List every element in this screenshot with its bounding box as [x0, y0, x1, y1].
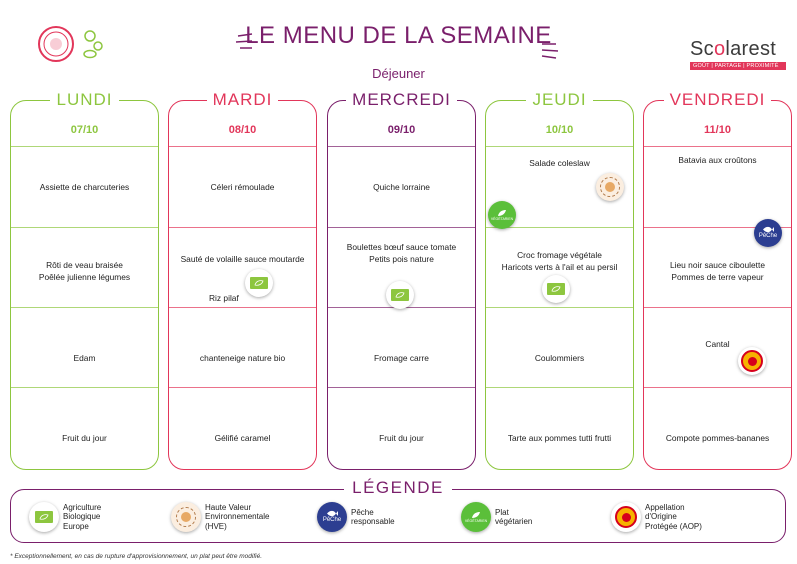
course-divider: [644, 227, 791, 228]
course-divider: [169, 307, 316, 308]
peche-label: PêChe: [758, 233, 778, 239]
dish-item: Cantal: [705, 339, 730, 349]
vegetarian-icon: VÉGÉTARIEN: [461, 502, 491, 532]
course-divider: [644, 387, 791, 388]
day-date: 08/10: [228, 124, 257, 136]
title-dash-right-icon: [541, 43, 559, 59]
dish-item: Quiche lorraine: [373, 182, 430, 192]
brand-name: Scolarest: [690, 38, 777, 60]
course-divider: [644, 307, 791, 308]
day-name: MARDI: [169, 90, 316, 110]
vegetarian-label: VÉGÉTARIEN: [464, 519, 488, 523]
dish-item: Edam: [73, 353, 96, 363]
page-title: LE MENU DE LA SEMAINE: [245, 22, 552, 49]
dish-item: Batavia aux croûtons: [678, 155, 757, 165]
day-name: MERCREDI: [328, 90, 475, 110]
vegetarian-icon: VÉGÉTARIEN: [488, 201, 516, 229]
footnote: * Exceptionnellement, en cas de rupture …: [10, 553, 263, 560]
dish-item: Fromage carre: [374, 353, 429, 363]
aop-icon: [738, 347, 766, 375]
day-name: VENDREDI: [644, 90, 791, 110]
peche-label: PêChe: [322, 517, 342, 523]
course-divider: [486, 307, 633, 308]
day-name: LUNDI: [11, 90, 158, 110]
dish-item: Compote pommes-bananes: [665, 433, 770, 443]
day-name: JEUDI: [486, 90, 633, 110]
course-divider: [644, 146, 791, 147]
scolarest-logo: Scolarest GOÛT | PARTAGE | PROXIMITÉ: [690, 38, 786, 72]
restaurant-stamp-logo: [38, 26, 103, 62]
course-divider: [486, 227, 633, 228]
dish-item: Coulommiers: [534, 353, 585, 363]
aop-icon: [611, 502, 641, 532]
hve-icon: [596, 173, 624, 201]
title-dash-left-icon: [235, 33, 253, 49]
vegetarian-label: VÉGÉTARIEN: [490, 217, 514, 221]
title-area: LE MENU DE LA SEMAINE: [0, 22, 797, 59]
dish-item: Fruit du jour: [62, 433, 107, 443]
dish-item: Céleri rémoulade: [210, 182, 275, 192]
course-divider: [328, 227, 475, 228]
eu-organic-icon: [245, 269, 273, 297]
eu-organic-icon: [29, 502, 59, 532]
course-divider: [486, 146, 633, 147]
dish-item-extra: Riz pilaf: [209, 293, 239, 303]
course-divider: [169, 146, 316, 147]
dish-item: Gélifié caramel: [214, 433, 271, 443]
day-date: 11/10: [704, 124, 731, 136]
eu-organic-icon: [386, 281, 414, 309]
course-divider: [328, 387, 475, 388]
brand-tagline: GOÛT | PARTAGE | PROXIMITÉ: [690, 62, 786, 70]
dish-item: Sauté de volaille sauce moutarde: [180, 254, 305, 264]
course-divider: [328, 146, 475, 147]
day-date: 07/10: [70, 124, 99, 136]
course-divider: [169, 227, 316, 228]
course-divider: [11, 227, 158, 228]
course-divider: [169, 387, 316, 388]
course-divider: [11, 146, 158, 147]
dish-item: Fruit du jour: [379, 433, 424, 443]
day-date: 10/10: [545, 124, 574, 136]
peche-responsable-icon: PêChe: [754, 219, 782, 247]
page-subtitle: Déjeuner: [372, 66, 425, 81]
course-divider: [486, 387, 633, 388]
dish-item: Tarte aux pommes tutti frutti: [507, 433, 612, 443]
eu-organic-icon: [542, 275, 570, 303]
day-date: 09/10: [387, 124, 416, 136]
course-divider: [11, 307, 158, 308]
hve-icon: [171, 502, 201, 532]
course-divider: [11, 387, 158, 388]
peche-responsable-icon: PêChe: [317, 502, 347, 532]
dish-item: chanteneige nature bio: [199, 353, 286, 363]
dish-item: Assiette de charcuteries: [39, 182, 130, 192]
legend-title: LÉGENDE: [11, 478, 785, 498]
dish-item: Salade coleslaw: [529, 158, 590, 168]
